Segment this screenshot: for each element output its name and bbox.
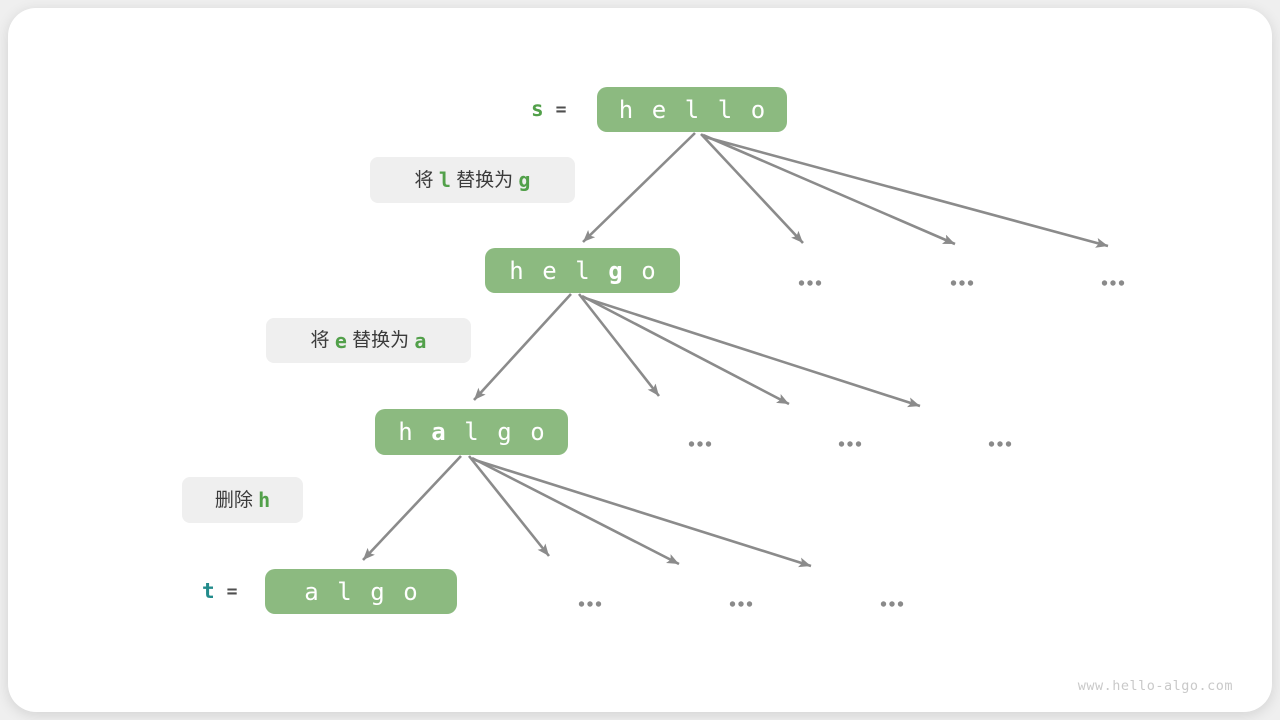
- diagram-panel: [8, 8, 1272, 712]
- watermark: www.hello-algo.com: [1077, 678, 1233, 694]
